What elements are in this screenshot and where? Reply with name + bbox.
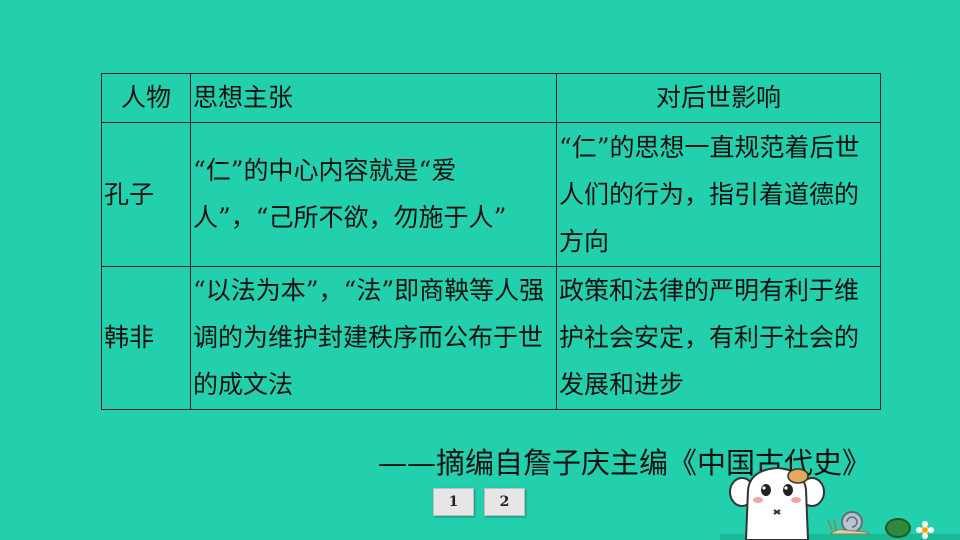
header-person: 人物 (101, 73, 191, 123)
cartoon-mascot-icon (720, 466, 960, 540)
table-row: 孔子 “仁”的中心内容就是“爱人”，“己所不欲，勿施于人” “仁”的思想一直规范… (101, 122, 881, 267)
row-person: 孔子 (101, 122, 191, 267)
row-impact: 政策和法律的严明有利于维护社会安定，有利于社会的发展和进步 (556, 265, 881, 410)
header-impact: 对后世影响 (556, 73, 881, 123)
table-row: 韩非 “以法为本”，“法”即商鞅等人强调的为维护封建秩序而公布于世的成文法 政策… (101, 265, 881, 410)
row-idea: “以法为本”，“法”即商鞅等人强调的为维护封建秩序而公布于世的成文法 (190, 265, 557, 410)
header-idea: 思想主张 (190, 73, 557, 123)
page-button-1[interactable]: 1 (433, 488, 474, 516)
table-header-row: 人物 思想主张 对后世影响 (101, 73, 881, 123)
row-person: 韩非 (101, 265, 191, 410)
comparison-table: 人物 思想主张 对后世影响 孔子 “仁”的中心内容就是“爱人”，“己所不欲，勿施… (101, 73, 881, 410)
row-impact: “仁”的思想一直规范着后世人们的行为，指引着道德的方向 (556, 122, 881, 267)
row-idea: “仁”的中心内容就是“爱人”，“己所不欲，勿施于人” (190, 122, 557, 267)
page-button-2[interactable]: 2 (484, 488, 525, 516)
